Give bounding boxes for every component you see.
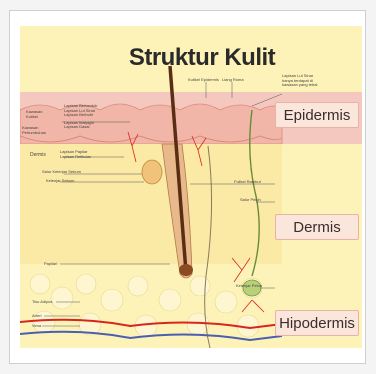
- label-kelenjar-peluh: Kelenjar Peluh: [236, 284, 262, 289]
- label-kelenjar-sebum: Kelenjar Sebum: [46, 179, 74, 184]
- fat-cells: [30, 274, 262, 337]
- label-kutikel-epidermis: Kutikel Epidermis: [188, 78, 219, 83]
- label-salur-peluh: Salur Peluh: [240, 198, 261, 203]
- hair-bulb: [179, 264, 193, 276]
- label-lapisan-lut-sinar-note: Lapisan Lut Sinar hanya terdapat di kawa…: [282, 74, 317, 88]
- layer-box-epidermis: Epidermis: [275, 102, 359, 128]
- skin-structure-slide: Struktur Kulit Kutikel Epidermis Liang R…: [20, 26, 362, 348]
- layer-box-dermis: Dermis: [275, 214, 359, 240]
- label-salur-kelenjar-sebum: Salur Kelenjar Sebum: [42, 170, 81, 175]
- label-tisu-adipos: Tisu Adipos: [32, 300, 53, 305]
- label-liang-roma: Liang Roma: [222, 78, 244, 83]
- label-kawasan-kutikel: Kawasan Kutikel: [26, 110, 42, 119]
- diagram-title: Struktur Kulit: [122, 44, 282, 72]
- label-vena: Vena: [32, 324, 41, 329]
- sebaceous-gland: [142, 160, 162, 184]
- label-dermis-left: Dermis: [30, 153, 46, 158]
- layer-box-hipodermis: Hipodermis: [275, 310, 359, 336]
- skin-surface: [20, 104, 282, 144]
- label-papilari: Papilari: [44, 262, 57, 267]
- label-folikel-rambut: Folikel Rambut: [234, 180, 261, 185]
- label-kawasan-pertumbuhan: Kawasan Pertumbuhan: [22, 126, 46, 135]
- label-arteri: Arteri: [32, 314, 42, 319]
- label-dermis-sublayers: Lapisan Papilar Lapisan Retikular: [60, 150, 91, 159]
- label-epidermis-sublayers: Lapisan Bertanduk Lapisan Lut Sinar Lapi…: [64, 104, 97, 130]
